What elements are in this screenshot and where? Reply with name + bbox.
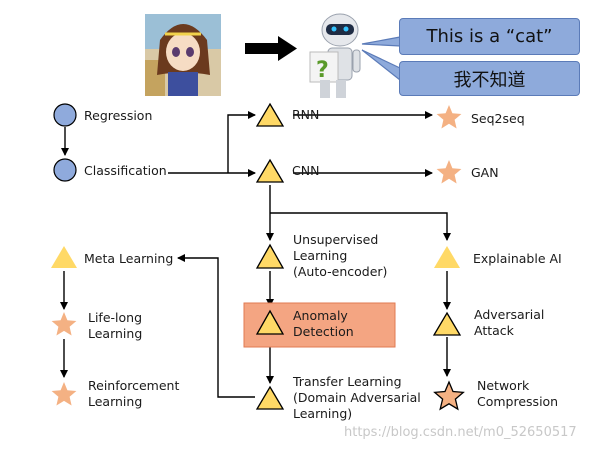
node-lifelong-star — [51, 312, 77, 336]
label-explainable: Explainable AI — [473, 251, 562, 266]
robot-image — [309, 13, 361, 98]
label-transfer: Transfer Learning (Domain Adversarial Le… — [293, 374, 421, 421]
label-classification: Classification — [84, 163, 167, 178]
node-regression-circle — [53, 103, 77, 127]
anime-girl-image — [145, 14, 221, 96]
node-cnn-triangle — [255, 158, 285, 183]
node-adversarial-triangle — [432, 311, 462, 336]
label-network-compression: Network Compression — [477, 378, 559, 409]
label-seq2seq: Seq2seq — [471, 111, 525, 126]
label-rnn: RNN — [292, 107, 320, 122]
node-reinforcement-star — [51, 382, 77, 406]
node-explainable-triangle — [434, 246, 460, 268]
node-classification-circle — [53, 158, 77, 182]
node-anomaly-triangle — [255, 309, 285, 335]
label-reinforcement: Reinforcement Learning — [88, 378, 180, 409]
bubble-tail-english — [361, 36, 401, 47]
label-cnn: CNN — [292, 163, 320, 178]
node-transfer-triangle — [255, 385, 285, 410]
label-unsupervised: Unsupervised Learning (Auto-encoder) — [293, 232, 388, 279]
node-seq2seq-star — [436, 105, 462, 129]
node-network-compression-star — [433, 380, 465, 411]
big-right-arrow — [245, 36, 297, 61]
label-adversarial-attack: Adversarial Attack — [474, 307, 545, 338]
connectors — [60, 111, 451, 398]
label-meta: Meta Learning — [84, 251, 174, 266]
bubble-tail-chinese — [361, 49, 401, 82]
node-gan-star — [436, 160, 462, 184]
label-anomaly: Anomaly Detection — [293, 308, 354, 339]
label-gan: GAN — [471, 165, 499, 180]
node-rnn-triangle — [255, 102, 285, 127]
label-lifelong: Life-long Learning — [88, 310, 143, 341]
watermark: https://blog.csdn.net/m0_52650517 — [344, 425, 577, 440]
robot-question-mark: ? — [316, 58, 329, 83]
bubble-chinese-answer: 我不知道 — [399, 61, 580, 96]
node-meta-triangle — [51, 246, 77, 268]
bubble-english-answer: This is a “cat” — [399, 18, 580, 55]
node-unsupervised-triangle — [255, 243, 285, 269]
label-regression: Regression — [84, 108, 153, 123]
